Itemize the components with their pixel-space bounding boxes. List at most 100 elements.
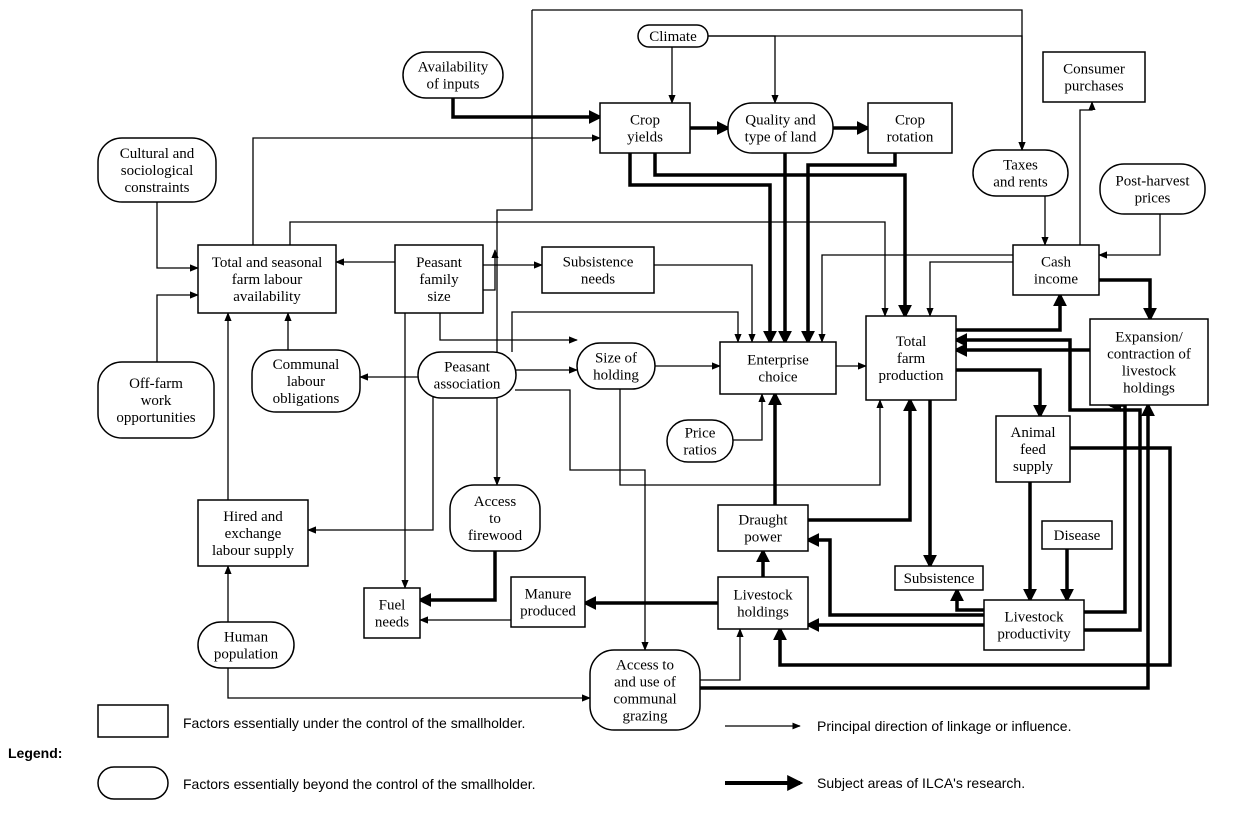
node-label-line: Cash	[1041, 255, 1072, 271]
node-label-line: needs	[375, 615, 409, 631]
rounded-node-shape	[97, 137, 217, 203]
node-disease: Disease	[1041, 520, 1113, 550]
legend-box-label: Factors essentially under the control of…	[183, 715, 525, 731]
node-label-line: supply	[1013, 459, 1054, 475]
box-node-shape	[717, 504, 809, 552]
linkage-arrow	[700, 628, 744, 681]
node-label-line: farm labour	[232, 272, 302, 288]
node-label-line: Consumer	[1063, 62, 1125, 78]
node-label-line: Fuel	[379, 598, 406, 614]
linkage-arrow	[307, 385, 434, 534]
node-label-line: Human	[224, 630, 269, 646]
node-label-line: constraints	[125, 180, 190, 196]
node-label-line: exchange	[225, 526, 282, 542]
node-label-line: Draught	[738, 513, 788, 529]
box-node-shape	[894, 565, 984, 591]
research-linkage-arrow	[1084, 398, 1127, 614]
linkage-arrow	[439, 313, 578, 344]
box-node-shape	[599, 102, 691, 154]
node-label-line: productivity	[997, 627, 1071, 643]
node-label-line: production	[879, 368, 944, 384]
node-subsistence: Subsistence	[894, 565, 984, 591]
node-label-line: Cultural and	[120, 146, 195, 162]
node-label-line: Peasant	[416, 255, 463, 271]
rounded-node-shape	[1099, 163, 1206, 215]
research-linkage-arrow	[773, 446, 1172, 667]
node-label-line: Livestock	[733, 588, 793, 604]
node-label-line: and use of	[614, 675, 676, 691]
box-node-shape	[1042, 51, 1146, 103]
linkage-arrow	[733, 393, 766, 441]
node-label-line: rotation	[887, 130, 934, 146]
node-label-line: Enterprise	[747, 353, 809, 369]
box-node-shape	[1041, 520, 1113, 550]
node-label-line: Size of	[595, 351, 637, 367]
node-label-line: Access to	[616, 658, 674, 674]
box-node-shape	[510, 576, 586, 628]
node-label-line: produced	[520, 604, 576, 620]
linkage-arrow	[252, 134, 601, 245]
linkage-arrow	[532, 9, 1026, 151]
box-node-shape	[867, 102, 953, 154]
rounded-node-shape	[576, 342, 656, 390]
rounded-node-shape	[589, 649, 701, 731]
linkage-arrow	[483, 249, 499, 291]
box-node-shape	[983, 599, 1085, 651]
node-label-line: labour	[287, 374, 325, 390]
box-node-shape	[197, 244, 337, 314]
legend-thin-arrow-label: Principal direction of linkage or influe…	[817, 718, 1071, 734]
rounded-node-shape	[197, 621, 295, 669]
box-node-shape	[865, 315, 957, 401]
node-label-line: prices	[1135, 191, 1171, 207]
legend-title: Legend:	[8, 745, 62, 761]
node-label-line: feed	[1020, 442, 1046, 458]
node-label-line: of inputs	[427, 77, 480, 93]
node-label-line: Crop	[630, 113, 660, 129]
box-node-shape	[541, 246, 655, 294]
node-label-line: yields	[627, 130, 663, 146]
legend-rounded-label: Factors essentially beyond the control o…	[183, 776, 536, 792]
node-label-line: Subsistence	[904, 571, 975, 587]
rounded-node-shape	[972, 149, 1069, 197]
node-label-line: Quality and	[745, 113, 816, 129]
node-label-line: Manure	[525, 587, 572, 603]
node-label-line: size	[427, 289, 451, 305]
research-linkage-arrow	[417, 551, 497, 607]
rounded-node-shape	[727, 102, 834, 154]
linkage-arrow	[156, 291, 199, 362]
diagram-edges	[156, 9, 1172, 702]
node-label-line: income	[1034, 272, 1078, 288]
node-label-line: Access	[474, 494, 517, 510]
node-label-line: power	[744, 530, 782, 546]
linkage-arrow	[1098, 214, 1161, 259]
box-node-shape	[363, 587, 421, 639]
node-label-line: Subsistence	[563, 255, 634, 271]
research-linkage-arrow	[628, 153, 777, 345]
linkage-arrow	[926, 261, 1013, 317]
node-label-line: association	[434, 377, 501, 393]
legend-thick-arrow-label: Subject areas of ILCA's research.	[817, 775, 1025, 791]
legend: Factors essentially under the control of…	[8, 704, 1071, 800]
node-label-line: communal	[613, 692, 676, 708]
linkage-arrow	[708, 35, 779, 104]
linkage-arrow	[493, 10, 533, 486]
box-node-shape	[1089, 318, 1209, 406]
node-label-line: obligations	[273, 391, 340, 407]
rounded-node-shape	[417, 351, 517, 399]
node-label-line: Off-farm	[129, 376, 183, 392]
